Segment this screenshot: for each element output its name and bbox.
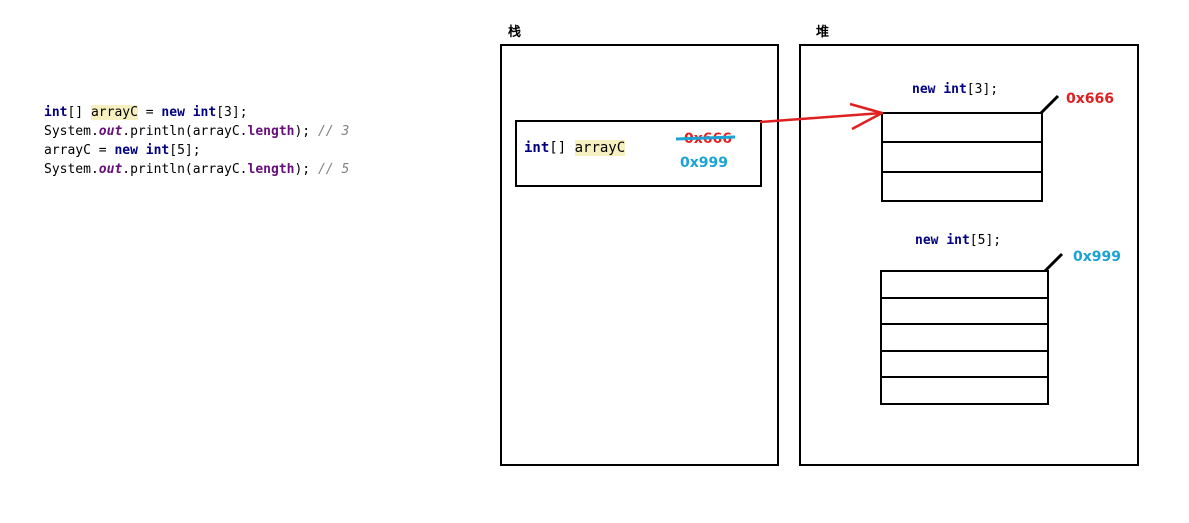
heap-array-2-address: 0x999	[1073, 249, 1121, 265]
heap-array-1-label: new int[3];	[912, 82, 999, 97]
stack-title: 栈	[508, 25, 522, 40]
code-line-2: System.out.println(arrayC.length); // 3	[44, 124, 350, 139]
address-tick-1	[1039, 94, 1060, 115]
code-snippet: int[] arrayC = new int[3]; System.out.pr…	[44, 103, 349, 179]
array-cell	[882, 325, 1047, 352]
array-cell	[882, 352, 1047, 379]
heap-array-2-label: new int[5];	[915, 233, 1002, 248]
stack-panel	[500, 44, 779, 466]
code-line-3: arrayC = new int[5];	[44, 143, 201, 158]
strikethrough-line	[675, 135, 736, 141]
heap-array-1	[881, 112, 1043, 202]
code-line-4: System.out.println(arrayC.length); // 5	[44, 162, 350, 177]
code-line-1: int[] arrayC = new int[3];	[44, 105, 248, 120]
new-address: 0x999	[680, 155, 728, 171]
array-cell	[882, 272, 1047, 299]
array-cell	[883, 114, 1041, 144]
address-tick-2	[1043, 252, 1064, 273]
stack-variable-box	[515, 120, 762, 187]
heap-array-1-address: 0x666	[1066, 91, 1114, 107]
array-cell	[883, 143, 1041, 173]
arrowhead-icon	[849, 102, 884, 131]
heap-array-2	[880, 270, 1049, 405]
array-cell	[882, 299, 1047, 326]
reference-arrow-line	[759, 111, 883, 124]
stack-variable-declaration: int[] arrayC	[524, 140, 626, 156]
heap-title: 堆	[816, 25, 830, 40]
